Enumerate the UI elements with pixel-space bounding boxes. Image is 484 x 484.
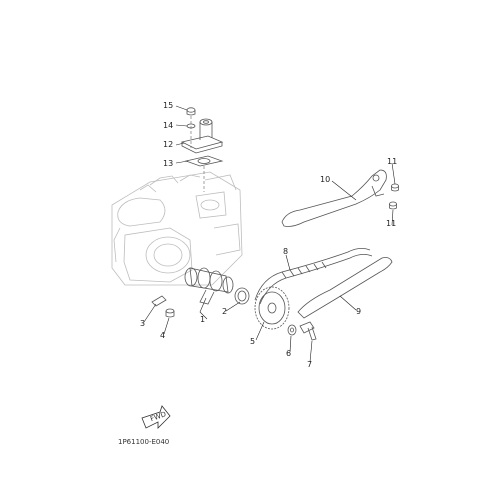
cylinder-head-outline (111, 171, 243, 286)
fwd-arrow-icon: FWD (141, 405, 171, 429)
part-12-tensioner (180, 118, 224, 154)
part-3-plate (151, 295, 167, 307)
diagram-code: 1P61100-E040 (118, 438, 169, 446)
part-label: 10 (320, 175, 330, 184)
part-4-bolt (165, 308, 175, 318)
leader-lines (143, 105, 396, 363)
part-label: 11 (386, 219, 396, 228)
part-9-chain-guide (297, 257, 393, 319)
part-label: 1 (200, 315, 205, 324)
part-label: 12 (163, 140, 173, 149)
part-5-cam-sprocket (254, 286, 290, 330)
part-11-bolt-lower (389, 201, 397, 210)
part-label: 4 (160, 331, 165, 340)
part-label: 3 (140, 319, 145, 328)
part-7-bolt (299, 321, 317, 341)
part-label: 15 (163, 101, 173, 110)
part-label: 6 (286, 349, 291, 358)
part-10-tensioner-arm (281, 169, 387, 227)
part-number-labels: 1 2 3 4 5 6 7 8 9 10 11 11 12 13 14 15 (140, 101, 397, 369)
part-1-camshaft (184, 267, 234, 305)
part-label: 13 (163, 159, 173, 168)
part-8-cam-chain (254, 248, 373, 305)
part-label: 14 (163, 121, 173, 130)
part-label: 5 (250, 337, 255, 346)
part-label: 8 (283, 247, 288, 256)
part-label: 11 (387, 157, 397, 166)
part-11-bolt-upper (391, 183, 399, 192)
part-2-bearing (234, 287, 250, 305)
part-label: 9 (356, 307, 361, 316)
part-13-gasket (184, 155, 224, 167)
part-6-washer (287, 324, 297, 336)
part-label: 7 (307, 360, 312, 369)
part-label: 2 (222, 307, 227, 316)
